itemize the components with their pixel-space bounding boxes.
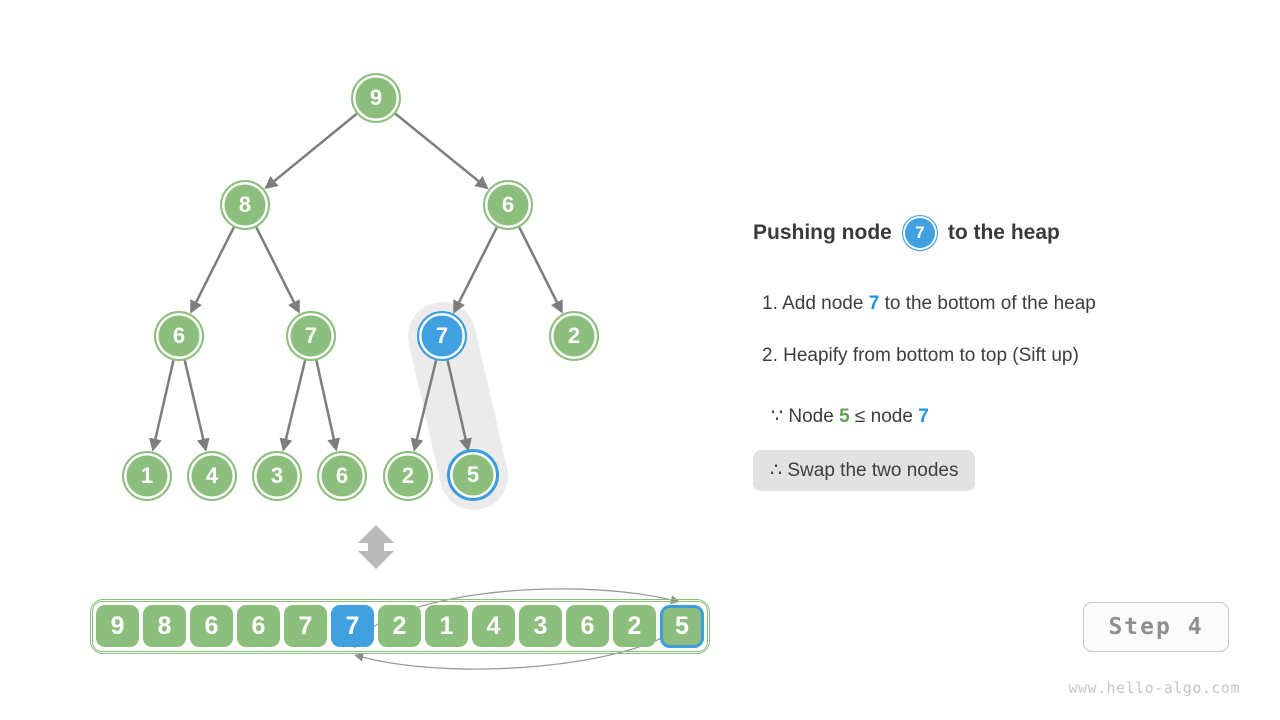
array-cell: 2 <box>613 605 656 647</box>
array-cell: 3 <box>519 605 562 647</box>
watermark: www.hello-algo.com <box>1068 679 1240 697</box>
step1-post: to the bottom of the heap <box>879 293 1096 314</box>
array-cell: 8 <box>143 605 186 647</box>
tree-node: 1 <box>122 451 172 501</box>
tree-node-highlighted-5: 5 <box>447 449 499 501</box>
step1-pre: 1. Add node <box>762 293 869 314</box>
panel-title: Pushing node 7 to the heap <box>753 214 1060 252</box>
because-node-5: 5 <box>839 406 850 427</box>
tree-node: 9 <box>351 73 401 123</box>
array-cell: 9 <box>96 605 139 647</box>
tree-edges <box>149 112 563 452</box>
updown-arrow-icon <box>358 525 394 569</box>
tree-node: 3 <box>252 451 302 501</box>
tree-node: 6 <box>154 311 204 361</box>
tree-node: 2 <box>383 451 433 501</box>
tree-node: 2 <box>549 311 599 361</box>
title-suffix: to the heap <box>947 221 1060 244</box>
tree-node: 6 <box>317 451 367 501</box>
tree-node-highlighted-7: 7 <box>417 311 467 361</box>
because-pre: ∵ Node <box>771 406 840 427</box>
heap-array-cells: 9 8 6 6 7 7 2 1 4 3 6 2 5 <box>92 601 708 652</box>
title-prefix: Pushing node <box>753 221 892 244</box>
array-cell: 6 <box>190 605 233 647</box>
array-cell: 6 <box>237 605 280 647</box>
array-cell: 7 <box>284 605 327 647</box>
because-node-7: 7 <box>918 406 929 427</box>
because-mid: ≤ node <box>849 406 919 427</box>
inline-node-7-icon: 7 <box>901 215 938 251</box>
array-cell-highlighted-5: 5 <box>660 605 704 648</box>
heap-array: 9 8 6 6 7 7 2 1 4 3 6 2 5 <box>90 599 710 654</box>
therefore-swap-box: ∴ Swap the two nodes <box>753 450 976 491</box>
array-cell-highlighted-7: 7 <box>331 605 374 647</box>
tree-node: 8 <box>220 180 270 230</box>
array-cell: 6 <box>566 605 609 647</box>
array-cell: 2 <box>378 605 421 647</box>
step-1-text: 1. Add node 7 to the bottom of the heap <box>762 293 1096 315</box>
step-2-text: 2. Heapify from bottom to top (Sift up) <box>762 345 1079 366</box>
array-cell: 4 <box>472 605 515 647</box>
tree-node: 7 <box>286 311 336 361</box>
tree-node: 4 <box>187 451 237 501</box>
because-text: ∵ Node 5 ≤ node 7 <box>771 405 929 428</box>
step-button[interactable]: Step 4 <box>1083 602 1229 652</box>
tree-node: 6 <box>483 180 533 230</box>
array-cell: 1 <box>425 605 468 647</box>
step1-node-7: 7 <box>868 293 880 314</box>
